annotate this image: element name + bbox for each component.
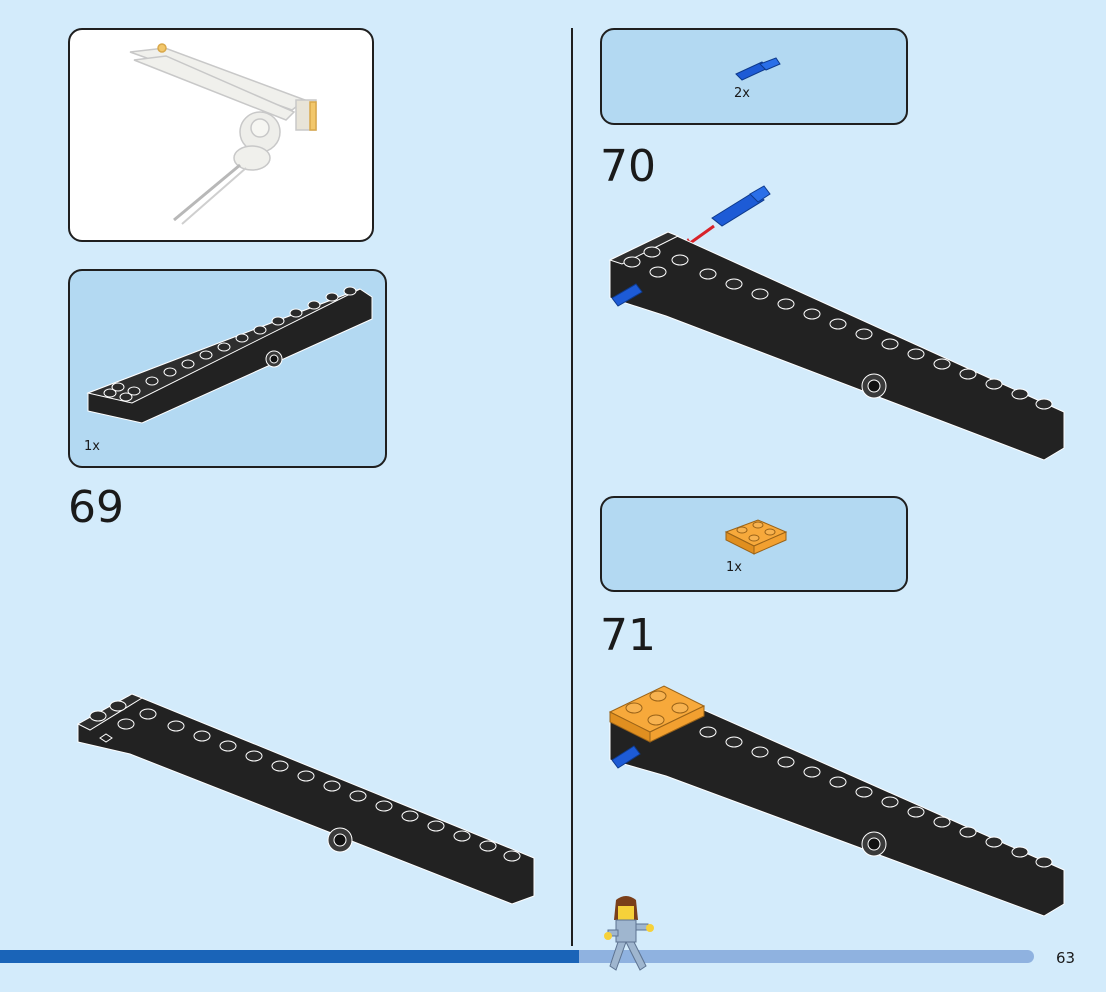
part-quantity: 2x [734, 86, 750, 101]
subassembly-ghost-illustration [129, 43, 317, 225]
orange-plate-part-icon [724, 519, 788, 555]
step-71-assembly-illustration [608, 685, 1065, 917]
column-divider [571, 28, 573, 946]
part-quantity: 1x [84, 439, 100, 454]
progress-bar-remaining [579, 950, 1034, 963]
page-number: 63 [1056, 949, 1076, 967]
part-quantity: 1x [726, 560, 742, 575]
step-number-70: 70 [600, 141, 656, 192]
parts-box-step-70: 2x [600, 28, 908, 125]
subassembly-callout [68, 28, 374, 242]
blue-pin-part-icon [735, 57, 781, 81]
parts-box-step-69: 1x [68, 269, 387, 468]
step-70-assembly-illustration [608, 185, 1065, 461]
parts-box-step-71: 1x [600, 496, 908, 592]
step-number-71: 71 [600, 610, 656, 661]
step-number-69: 69 [68, 482, 124, 533]
progress-bar-filled [0, 950, 579, 963]
step-69-assembly-illustration [76, 693, 535, 905]
minifigure-progress-marker [604, 896, 654, 971]
long-black-technic-brick-part [86, 286, 373, 424]
